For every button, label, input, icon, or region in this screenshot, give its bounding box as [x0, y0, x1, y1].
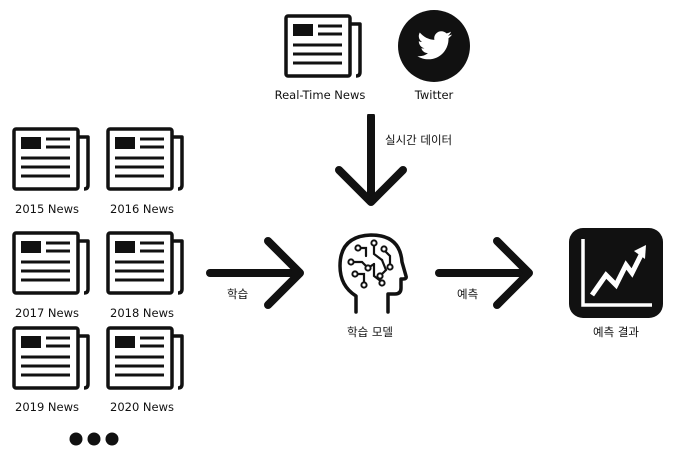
- training-arrow: [206, 236, 306, 310]
- prediction-label: 예측: [457, 287, 479, 301]
- news-2018-icon: [106, 231, 186, 295]
- news-2020-label: 2020 News: [110, 400, 174, 414]
- twitter-icon: [397, 9, 471, 83]
- realtime-data-arrow: [333, 114, 409, 208]
- news-2017-icon: [12, 231, 92, 295]
- news-2016-icon: [106, 127, 186, 191]
- training-label: 학습: [227, 287, 249, 301]
- news-2017-label: 2017 News: [15, 306, 79, 320]
- twitter-label: Twitter: [414, 88, 454, 102]
- realtime-news-label: Real-Time News: [274, 88, 366, 102]
- model-label: 학습 모델: [347, 325, 393, 339]
- realtime-data-label: 실시간 데이터: [385, 133, 453, 147]
- ai-head-icon: [334, 230, 408, 316]
- realtime-news-icon: [284, 14, 364, 78]
- result-label: 예측 결과: [593, 325, 639, 339]
- news-2016-label: 2016 News: [110, 202, 174, 216]
- news-2020-icon: [106, 326, 186, 390]
- news-2018-label: 2018 News: [110, 306, 174, 320]
- ellipsis-dots-icon: [68, 431, 120, 447]
- prediction-arrow: [435, 236, 535, 310]
- news-2015-label: 2015 News: [15, 202, 79, 216]
- trend-chart-icon: [568, 227, 664, 319]
- news-2019-label: 2019 News: [15, 400, 79, 414]
- news-2019-icon: [12, 326, 92, 390]
- news-2015-icon: [12, 127, 92, 191]
